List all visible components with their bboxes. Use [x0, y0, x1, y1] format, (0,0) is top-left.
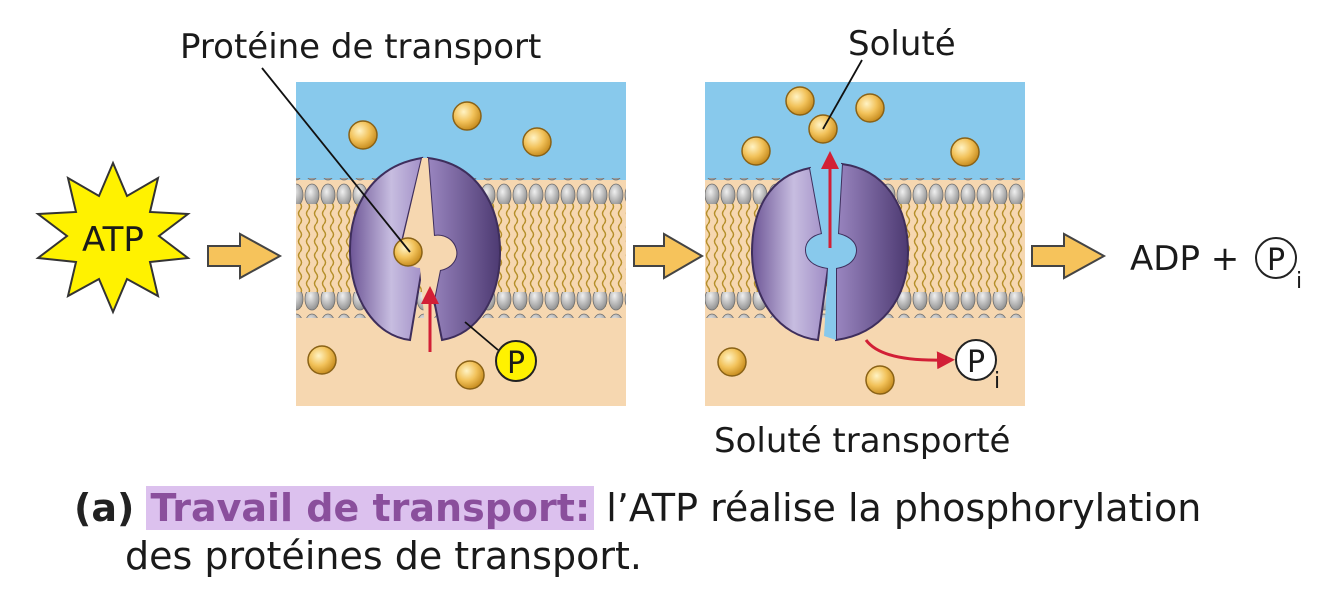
red-arrow-release: [864, 339, 955, 370]
atp-starburst: ATP: [35, 160, 191, 315]
panel-before-transport: P: [261, 67, 626, 406]
process-arrow-3: [1031, 232, 1107, 280]
panel-after-transport: P i: [705, 59, 1025, 406]
svg-text:i: i: [994, 369, 1000, 394]
solute: [785, 86, 815, 116]
svg-text:P: P: [967, 345, 985, 380]
solute: [452, 101, 482, 131]
phosphate-product: [1255, 237, 1297, 279]
solute: [950, 137, 980, 167]
svg-text:i: i: [1296, 269, 1302, 294]
phosphate-bound: P: [495, 340, 537, 382]
svg-text:P: P: [1267, 243, 1285, 278]
solute: [348, 120, 378, 150]
transport-protein: [348, 156, 502, 342]
process-arrow-1: [207, 232, 283, 280]
solute: [522, 127, 552, 157]
caption-letter: (a): [74, 486, 135, 530]
extracellular-region: [296, 82, 626, 180]
caption-text-1: l’ATP réalise la phosphorylation: [606, 486, 1202, 530]
caption-text-2: des protéines de transport.: [125, 534, 642, 578]
solute: [865, 365, 895, 395]
atp-label: ATP: [82, 220, 144, 260]
solute-label: Soluté: [848, 24, 956, 64]
products: ADP + P i: [1130, 237, 1302, 294]
transported-solute-label: Soluté transporté: [714, 421, 1010, 461]
svg-text:P: P: [507, 346, 525, 381]
solute: [455, 360, 485, 390]
transport-protein-open: [750, 162, 910, 342]
process-arrow-2: [633, 232, 704, 280]
adp-label: ADP +: [1130, 239, 1239, 279]
atp-star-shape: [35, 160, 191, 315]
solute: [717, 347, 747, 377]
solute-leader-line: [822, 59, 863, 130]
phosphate-leader-line: [464, 321, 499, 351]
solute-in-channel: [393, 237, 423, 267]
solute: [855, 93, 885, 123]
phosphate-released: P i: [955, 339, 1000, 394]
caption-title: Travail de transport:: [146, 486, 595, 530]
protein-leader-line: [261, 67, 411, 253]
caption-line-2: des protéines de transport.: [125, 532, 642, 580]
solute: [307, 345, 337, 375]
caption-line-1: (a) Travail de transport: l’ATP réalise …: [74, 484, 1201, 532]
solute: [741, 136, 771, 166]
transport-protein-label: Protéine de transport: [180, 27, 541, 67]
